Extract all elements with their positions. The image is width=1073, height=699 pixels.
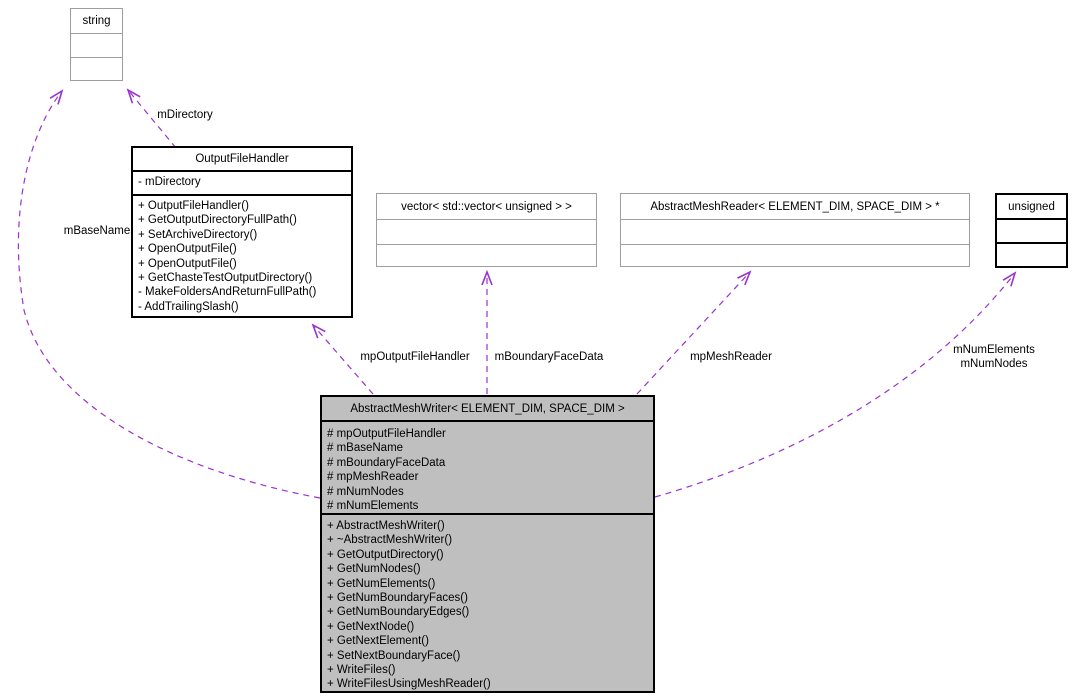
member-row: + GetOutputDirectoryFullPath() [138,214,297,227]
methods-compartment [997,242,1066,266]
member-row: + GetNumElements() [327,577,436,590]
member-row: # mpMeshReader [327,471,419,484]
member-row: + GetNextElement() [327,635,429,648]
member-row: - mDirectory [138,176,201,188]
member-row: - MakeFoldersAndReturnFullPath() [138,286,317,299]
edge-label-mnum: mNumElements mNumNodes [953,343,1035,371]
class-box-outputfilehandler[interactable]: OutputFileHandler - mDirectory + OutputF… [131,146,353,318]
member-row: + GetNumBoundaryEdges() [327,606,470,619]
edge-label-mboundaryfacedata: mBoundaryFaceData [494,351,604,363]
member-row: + GetOutputDirectory() [327,548,444,561]
class-box-unsigned[interactable]: unsigned [995,193,1068,268]
class-title: vector< std::vector< unsigned > > [401,200,572,213]
attributes-compartment [71,33,122,57]
edge-mpmeshreader [636,272,750,395]
member-row: # mBaseName [327,442,404,455]
methods-compartment: + AbstractMeshWriter() + ~AbstractMeshWri… [322,513,653,691]
class-box-string[interactable]: string [70,8,123,81]
member-row: - AddTrailingSlash() [138,300,239,313]
methods-compartment: + OutputFileHandler() + GetOutputDirector… [133,194,351,316]
member-row: # mNumNodes [327,485,404,498]
methods-compartment [377,244,596,268]
member-row: + ~AbstractMeshWriter() [327,534,453,547]
class-title: AbstractMeshReader< ELEMENT_DIM, SPACE_D… [650,200,940,213]
attributes-compartment: - mDirectory [133,170,351,194]
edge-label-mdirectory: mDirectory [157,109,213,121]
edge-label-mpoutputfilehandler: mpOutputFileHandler [360,351,470,363]
member-row: + GetNumNodes() [327,563,421,576]
edge-label-mnumelements: mNumElements [953,344,1035,356]
member-row: + SetArchiveDirectory() [138,228,258,241]
member-row: + GetNumBoundaryFaces() [327,592,468,605]
attributes-compartment [377,219,596,244]
member-row: + OpenOutputFile() [138,243,237,256]
edge-label-mnumnodes: mNumNodes [960,358,1028,370]
member-row: # mBoundaryFaceData [327,456,446,469]
class-box-abstractmeshreader: AbstractMeshReader< ELEMENT_DIM, SPACE_D… [620,193,970,267]
methods-compartment [621,244,969,268]
class-box-abstractmeshwriter: AbstractMeshWriter< ELEMENT_DIM, SPACE_D… [320,395,655,693]
class-title: unsigned [1008,200,1055,213]
edge-label-mpmeshreader: mpMeshReader [690,351,772,363]
member-row: + GetChasteTestOutputDirectory() [138,272,313,285]
class-box-vector: vector< std::vector< unsigned > > [376,193,597,267]
class-title: OutputFileHandler [195,153,289,165]
attributes-compartment [621,219,969,244]
class-title: string [82,15,111,27]
edge-mnumelements-mnumnodes [654,273,1015,498]
member-row: + GetNextNode() [327,620,415,633]
attributes-compartment: # mpOutputFileHandler # mBaseName# mBound… [322,420,653,513]
member-row: # mNumElements [327,500,419,513]
member-row: # mpOutputFileHandler [327,428,446,440]
member-row: + SetNextBoundaryFace() [327,649,461,662]
class-title: AbstractMeshWriter< ELEMENT_DIM, SPACE_D… [350,402,625,415]
methods-compartment [71,57,122,82]
edge-label-mbasename: mBaseName [63,225,131,237]
attributes-compartment [997,218,1066,242]
member-row: + OutputFileHandler() [138,200,249,212]
member-row: + AbstractMeshWriter() [327,520,445,532]
member-row: + WriteFiles() [327,664,396,677]
member-row: + WriteFilesUsingMeshReader() [327,678,491,691]
member-row: + OpenOutputFile() [138,257,237,270]
